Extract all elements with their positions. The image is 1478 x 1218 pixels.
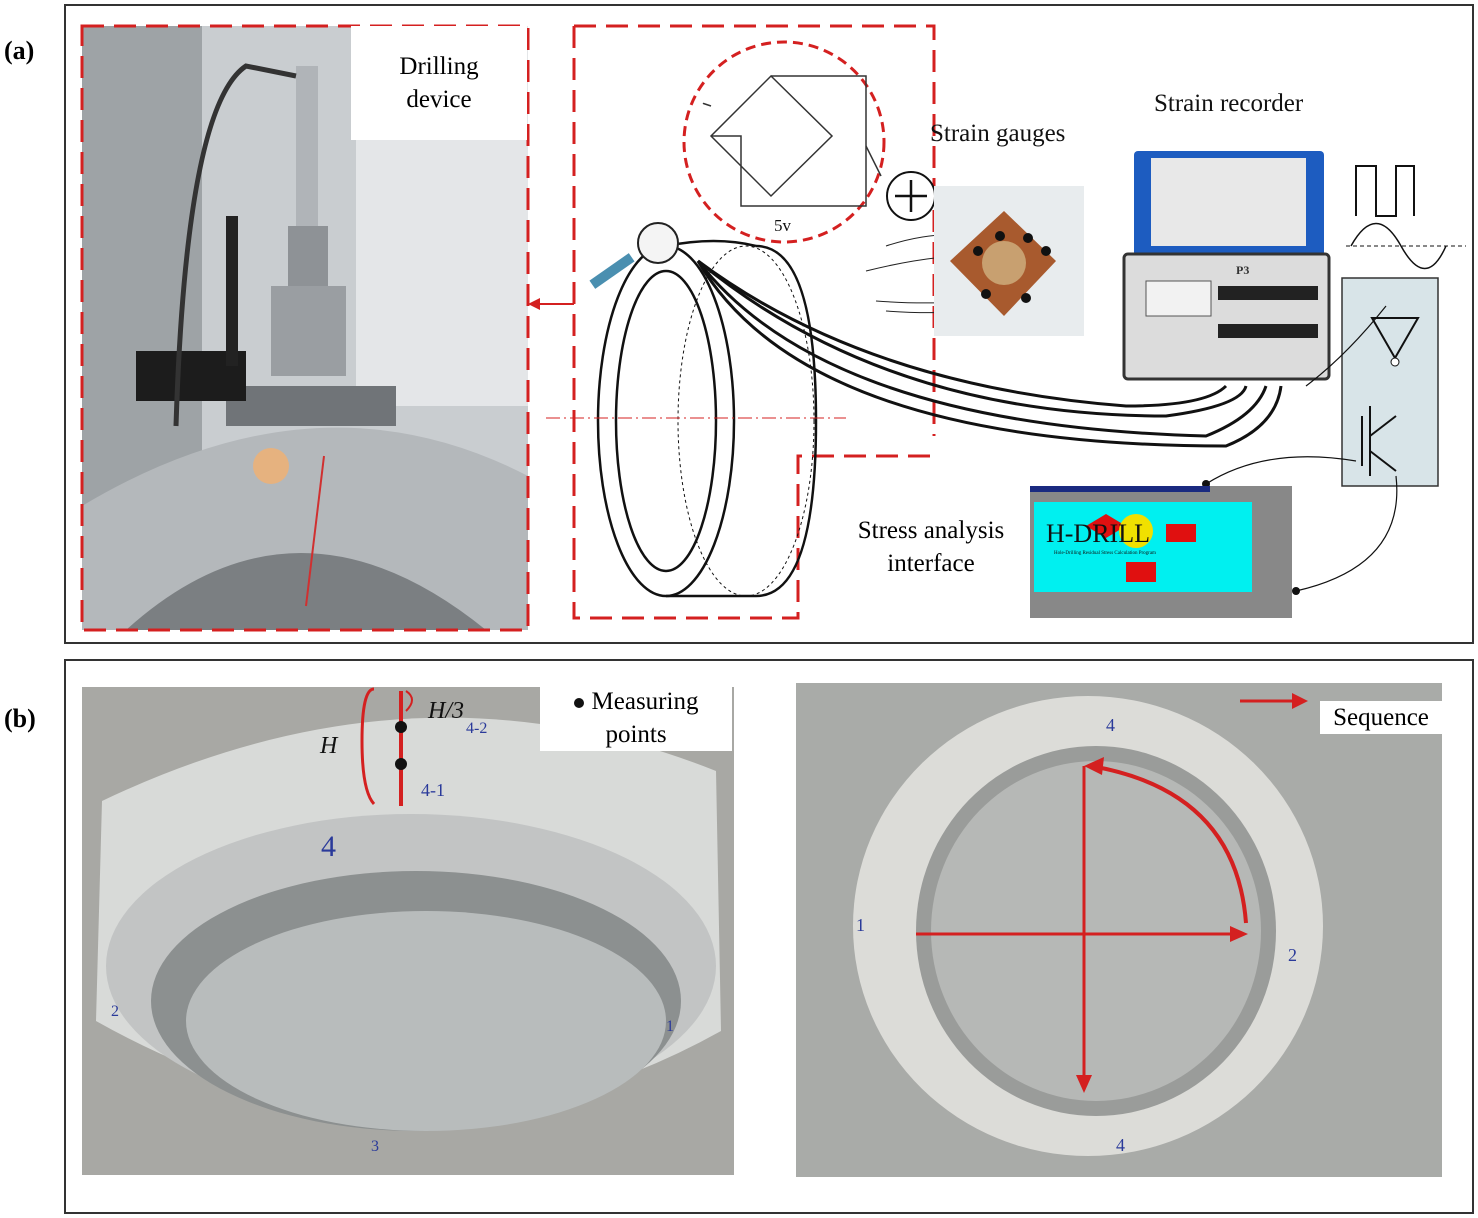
panel-a-drawing: P3 H-DRILL Hole-Drilling Residual Stress… [80, 24, 1466, 632]
top-mark-1: 1 [856, 915, 865, 935]
software-subtitle: Hole-Drilling Residual Stress Calculatio… [1054, 551, 1156, 556]
mark-4-2: 4-2 [466, 720, 487, 737]
mark-4-1: 4-1 [421, 780, 445, 800]
mark-3: 3 [371, 1138, 379, 1155]
stress-label-line1: Stress analysis [857, 517, 1005, 544]
points-label: points [605, 721, 667, 748]
mark-1: 1 [666, 1018, 674, 1035]
strain-gauges-label: Strain gauges [930, 120, 1066, 147]
voltage-label: 5v [774, 216, 792, 235]
panel-a: P3 H-DRILL Hole-Drilling Residual Stress… [64, 4, 1474, 644]
measuring-label: Measuring [591, 688, 699, 715]
mark-2: 2 [111, 1003, 119, 1020]
strain-recorder-label: Strain recorder [1154, 90, 1304, 117]
top-mark-4b: 4 [1116, 1135, 1125, 1155]
stress-analysis-software: H-DRILL Hole-Drilling Residual Stress Ca… [1030, 486, 1292, 618]
drilling-label-line2: device [406, 86, 472, 113]
height-label: H [319, 733, 339, 759]
panel-b-label: (b) [4, 704, 36, 733]
panel-a-label: (a) [4, 36, 35, 65]
top-mark-4: 4 [1106, 715, 1115, 735]
drilling-label-line1: Drilling [399, 53, 479, 80]
sequence-legend: Sequence [1320, 701, 1442, 734]
panel-b-drawing: 4-2 4-1 4 2 1 3 H H/3 4 1 2 4 [82, 683, 1442, 1177]
panel-b: 4-2 4-1 4 2 1 3 H H/3 4 1 2 4 [64, 659, 1474, 1214]
measuring-points-legend: Measuring points [540, 685, 732, 751]
stress-analysis-label: Stress analysis interface [841, 514, 1021, 580]
measuring-point-icon [573, 698, 584, 709]
measuring-legend-line1: Measuring [540, 685, 732, 718]
sequence-label: Sequence [1333, 704, 1429, 731]
ring-photo-top: 4 1 2 4 [796, 683, 1442, 1177]
ring-photo-side: 4-2 4-1 4 2 1 3 H H/3 [82, 687, 734, 1175]
top-mark-2: 2 [1288, 945, 1297, 965]
mark-4: 4 [321, 830, 336, 863]
recorder-model: P3 [1236, 263, 1249, 277]
stress-label-line2: interface [887, 550, 975, 577]
third-height-label: H/3 [427, 698, 464, 724]
strain-recorder-photo: P3 [1122, 151, 1331, 381]
strain-gauge-photo [934, 186, 1084, 336]
drilling-device-label: Drilling device [354, 50, 524, 116]
software-title: H-DRILL [1046, 519, 1150, 548]
